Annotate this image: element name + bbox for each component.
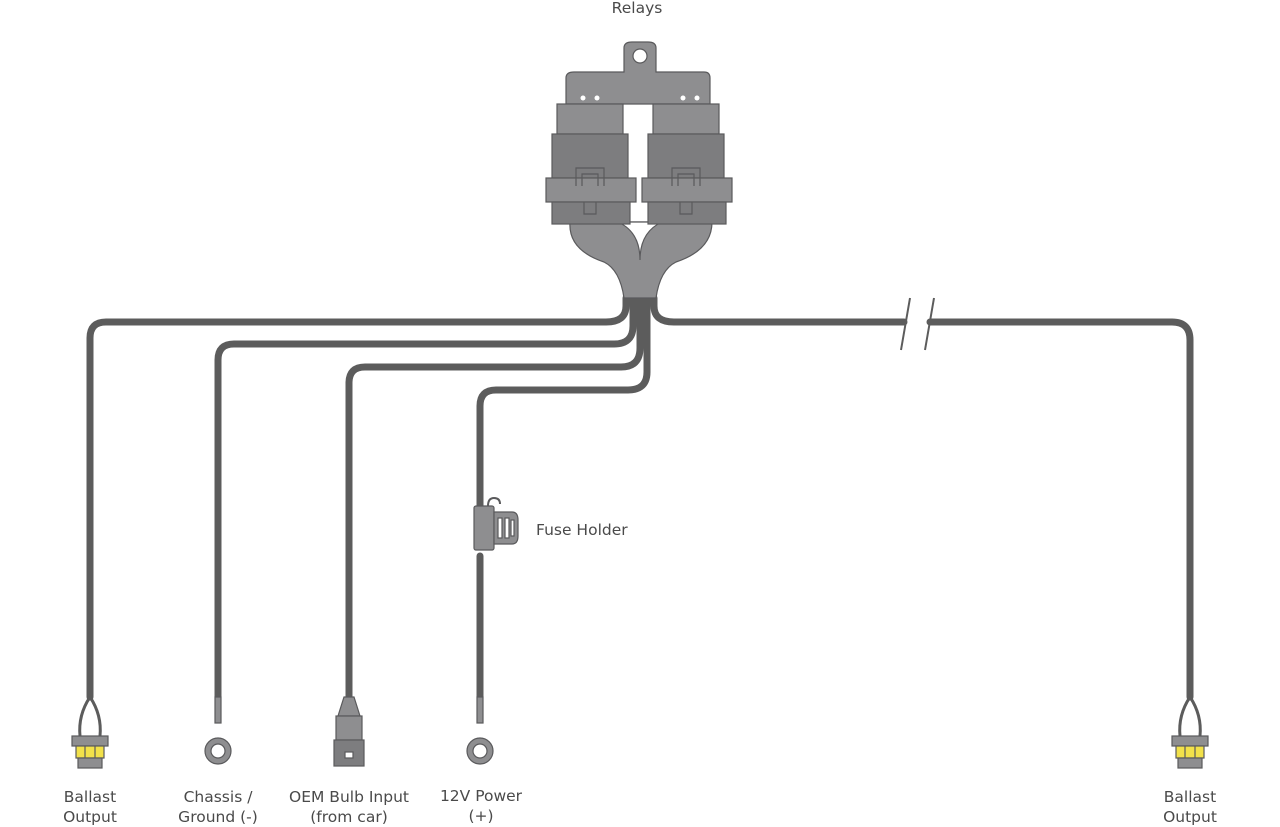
wire-ballast-output-right-a	[650, 294, 908, 326]
wire-12v-power	[476, 294, 651, 510]
ballast-output-right-label: Ballast Output	[1163, 787, 1217, 827]
relays-label: Relays	[611, 0, 663, 17]
ballast-output-left-label: Ballast Output	[63, 787, 117, 827]
oem-bulb-plug	[333, 696, 365, 767]
wire-chassis-ground	[214, 294, 637, 701]
label-line-2: (from car)	[310, 808, 388, 826]
label-line-1: Chassis /	[183, 788, 253, 806]
fuse-holder	[473, 496, 519, 551]
label-line-2: Output	[63, 808, 117, 826]
harness-split	[617, 221, 663, 261]
label-line-1: Ballast	[1163, 788, 1217, 806]
ballast-connector-right	[1171, 696, 1209, 769]
wires	[86, 294, 1194, 701]
label-line-1: Ballast	[63, 788, 117, 806]
relay-left	[545, 103, 637, 225]
fuse-holder-label: Fuse Holder	[536, 521, 628, 539]
wire-oem-bulb-input	[345, 294, 644, 701]
ring-terminal-12v	[466, 696, 494, 765]
mounting-bracket	[565, 41, 711, 105]
chassis-ground-label: Chassis / Ground (-)	[178, 787, 258, 827]
ballast-connector-left	[71, 696, 109, 769]
bracket-hole	[632, 48, 648, 64]
relay-assembly	[545, 41, 733, 299]
label-line-2: Output	[1163, 808, 1217, 826]
label-line-1: 12V Power	[439, 787, 523, 805]
label-line-1: OEM Bulb Input	[289, 788, 409, 806]
12v-power-label: 12V Power (+)	[440, 786, 522, 826]
relay-right	[641, 103, 733, 225]
wire-ballast-output-left	[86, 294, 630, 701]
harness-trunk	[569, 221, 713, 299]
ring-terminal-chassis	[204, 696, 232, 765]
wire-break-mark	[900, 297, 935, 351]
label-line-2: Ground (-)	[178, 808, 258, 826]
oem-bulb-input-label: OEM Bulb Input (from car)	[289, 787, 409, 827]
label-line-2: (+)	[468, 807, 494, 825]
wire-ballast-output-right-b	[926, 318, 1194, 701]
